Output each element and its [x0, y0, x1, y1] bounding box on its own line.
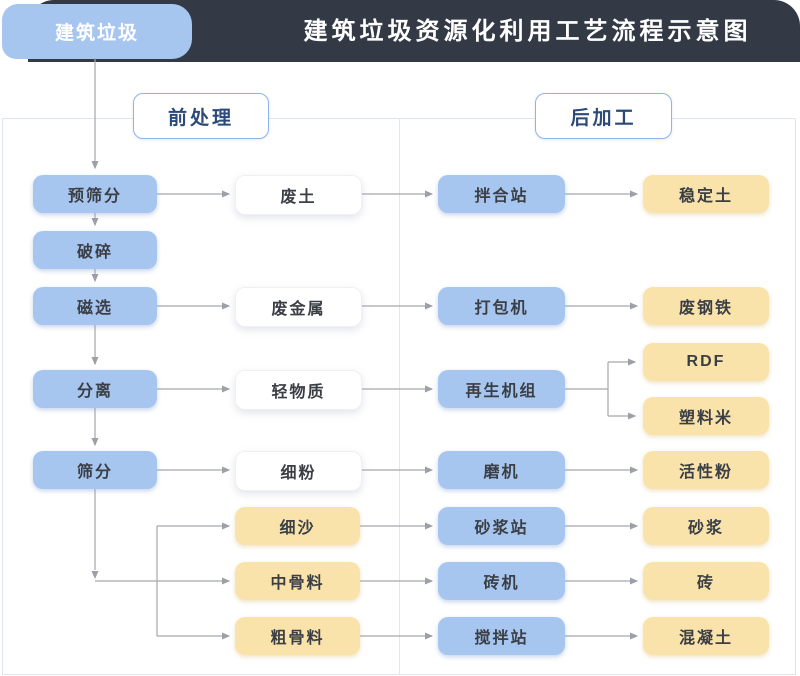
node-waste-metal: 废金属: [235, 287, 362, 327]
section-divider: [399, 118, 400, 674]
junction-down-arrow-icon: [91, 571, 99, 579]
node-concrete-mixing-plant: 搅拌站: [438, 617, 565, 655]
section-label-pretreatment: 前处理: [133, 93, 269, 139]
node-crushing: 破碎: [33, 231, 157, 269]
page-title: 建筑垃圾资源化利用工艺流程示意图: [303, 18, 752, 45]
node-mixing-plant: 拌合站: [438, 175, 565, 213]
node-baler: 打包机: [438, 287, 565, 325]
node-mortar-plant: 砂浆站: [438, 507, 565, 545]
node-screening: 筛分: [33, 451, 157, 489]
node-mill: 磨机: [438, 451, 565, 489]
node-light-material: 轻物质: [235, 370, 362, 410]
node-waste-soil: 废土: [235, 175, 362, 215]
node-magnetic-separation: 磁选: [33, 287, 157, 325]
node-medium-aggregate: 中骨料: [235, 562, 360, 600]
node-concrete: 混凝土: [643, 617, 769, 655]
node-regeneration-unit: 再生机组: [438, 370, 565, 408]
node-coarse-aggregate: 粗骨料: [235, 617, 360, 655]
source-tab: 建筑垃圾: [2, 4, 192, 59]
node-plastic-pellets: 塑料米: [643, 397, 769, 435]
node-stabilized-soil: 稳定土: [643, 175, 769, 213]
node-fine-powder: 细粉: [235, 451, 362, 491]
node-active-powder: 活性粉: [643, 451, 769, 489]
node-separation: 分离: [33, 370, 157, 408]
node-waste-steel: 废钢铁: [643, 287, 769, 325]
node-fine-sand: 细沙: [235, 507, 360, 545]
edge-lines: [91, 58, 639, 640]
node-pre-screening: 预筛分: [33, 175, 157, 213]
node-mortar: 砂浆: [643, 507, 769, 545]
node-rdf: RDF: [643, 343, 769, 381]
node-brick: 砖: [643, 562, 769, 600]
section-label-postprocessing: 后加工: [535, 93, 672, 139]
node-brick-machine: 砖机: [438, 562, 565, 600]
